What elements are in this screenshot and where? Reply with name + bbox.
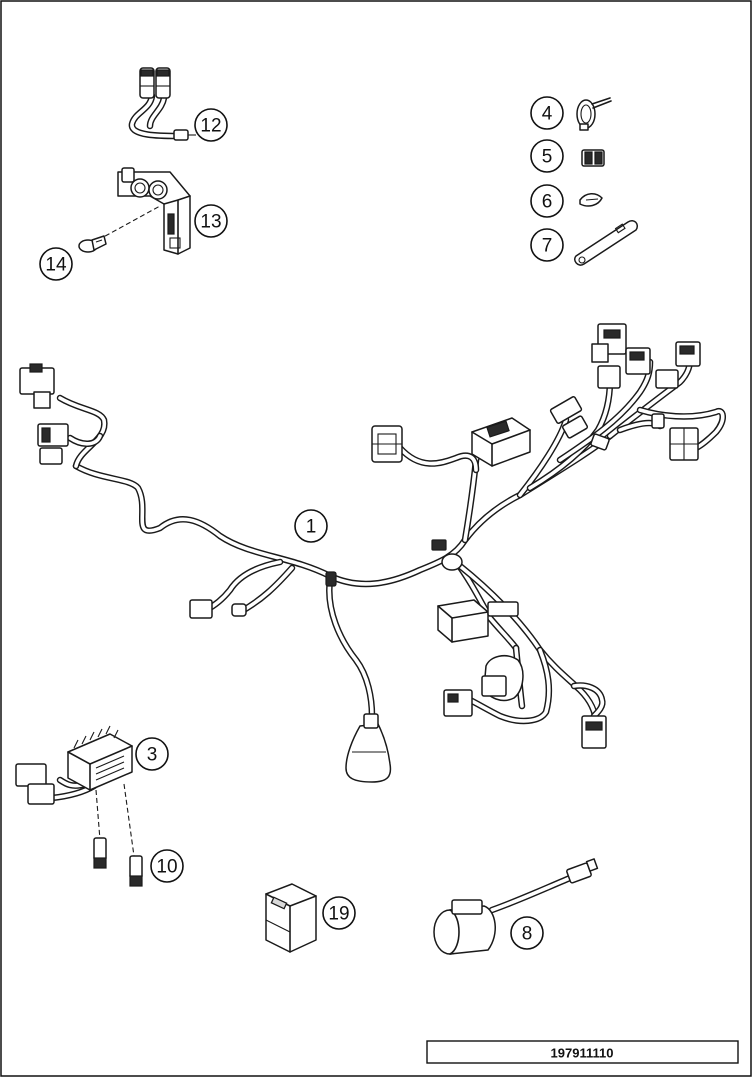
callout-14[interactable]: 14 [39, 247, 73, 281]
callout-label: 8 [522, 924, 533, 945]
callout-label: 3 [147, 745, 158, 766]
drawing-number-box: 197911110 [426, 1040, 739, 1064]
callout-circle [194, 108, 228, 142]
callout-circle [135, 737, 169, 771]
callout-circle [530, 139, 564, 173]
callout-label: 13 [200, 212, 221, 233]
callout-4[interactable]: 4 [530, 96, 564, 130]
part-10-bolts[interactable] [93, 783, 143, 887]
callout-label: 7 [542, 236, 553, 257]
callout-label: 19 [328, 904, 349, 925]
callout-circle [294, 509, 328, 543]
callout-label: 6 [542, 192, 553, 213]
callout-circle [194, 204, 228, 238]
callout-6[interactable]: 6 [530, 184, 564, 218]
callout-5[interactable]: 5 [530, 139, 564, 173]
callout-circle [322, 896, 356, 930]
callout-7[interactable]: 7 [530, 228, 564, 262]
part-12-cable-assembly[interactable] [128, 67, 196, 141]
callout-8[interactable]: 8 [510, 916, 544, 950]
callout-circle [39, 247, 73, 281]
callout-circle [510, 916, 544, 950]
callout-label: 4 [542, 104, 553, 125]
callout-label: 12 [200, 116, 221, 137]
callout-label: 5 [542, 147, 553, 168]
part-4-cable-tie[interactable] [576, 97, 612, 131]
callout-circle [530, 96, 564, 130]
callout-12[interactable]: 12 [194, 108, 228, 142]
callout-label: 14 [45, 255, 67, 276]
part-13-relay-bracket[interactable] [117, 167, 191, 255]
part-1-main-wiring-harness[interactable] [19, 323, 726, 783]
part-19-relay[interactable] [265, 883, 317, 953]
callout-circle [150, 849, 184, 883]
part-3-voltage-regulator[interactable] [15, 725, 133, 805]
drawing-number: 197911110 [551, 1046, 614, 1061]
callout-label: 10 [156, 857, 177, 878]
callout-13[interactable]: 13 [194, 204, 228, 238]
callout-1[interactable]: 1 [294, 509, 328, 543]
callout-10[interactable]: 10 [150, 849, 184, 883]
part-14-screw[interactable] [78, 205, 161, 253]
part-5-clip[interactable] [581, 149, 605, 167]
part-6-clamp[interactable] [579, 193, 603, 207]
callout-3[interactable]: 3 [135, 737, 169, 771]
callout-label: 1 [306, 517, 317, 538]
callout-circle [530, 228, 564, 262]
part-8-starter-unit[interactable] [433, 858, 599, 955]
callout-19[interactable]: 19 [322, 896, 356, 930]
callout-circle [530, 184, 564, 218]
part-7-strap[interactable] [573, 219, 639, 266]
